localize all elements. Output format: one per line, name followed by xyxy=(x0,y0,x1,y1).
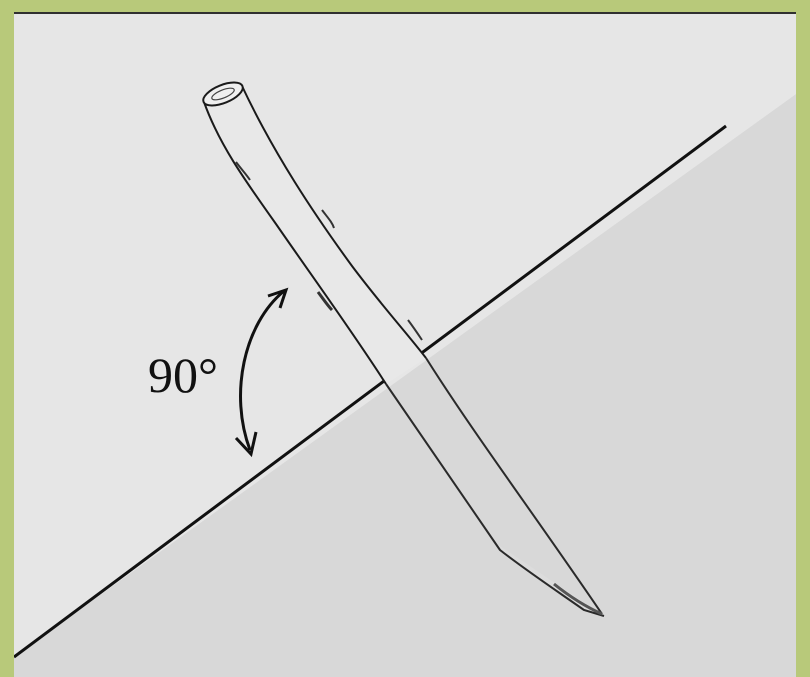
diagram-panel: 90° xyxy=(14,12,796,677)
stake-angle-diagram: 90° xyxy=(14,14,796,677)
angle-label: 90° xyxy=(148,347,218,403)
